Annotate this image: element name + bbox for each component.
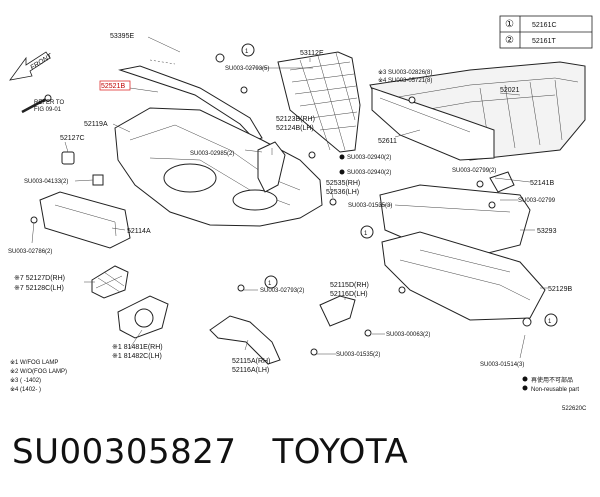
label-52119a: 52119A (84, 121, 108, 128)
energy-absorber (371, 87, 495, 161)
title-part-1: 52161C (532, 22, 557, 29)
title-block: ① 52161C ② 52161T (499, 15, 593, 49)
upper-grille (277, 51, 361, 153)
label-52141b: 52141B (530, 180, 554, 187)
label-su-01514: SU003-01514(3) (480, 362, 524, 368)
footnote-4: ※4 (1402- ) (10, 386, 41, 393)
bumper-cover (114, 107, 323, 227)
label-su-02985: SU003-02985(2) (190, 151, 234, 157)
front-arrow: FRONT (9, 51, 54, 81)
svg-text:1: 1 (245, 49, 249, 55)
caption-brand: TOYOTA (272, 432, 409, 472)
label-81481e: ※1 81481E(RH) (112, 344, 163, 351)
label-su-01535-2: SU003-01535(2) (336, 352, 380, 358)
bracket-52141b (489, 171, 515, 193)
label-52116d: 52116D(LH) (330, 291, 368, 298)
svg-text:1: 1 (268, 281, 272, 287)
highlight-box (99, 80, 131, 91)
footnote-1: ※1 W/FOG LAMP (10, 359, 58, 366)
label-53395e: 53395E (110, 33, 134, 40)
label-52521b: 52521B (101, 83, 125, 90)
upper-moulding (118, 59, 263, 141)
label-52114a: 52114A (127, 228, 151, 235)
label-52123b: 52123B(RH) (276, 116, 315, 123)
label-su-02940a: SU003-02940(2) (347, 155, 391, 161)
label-52127c: 52127C (60, 135, 85, 142)
fastener-callouts: 1 1 1 1 (30, 43, 558, 356)
refer-note-line-2: FIG 09-01 (34, 107, 62, 113)
label-su-04133: SU003-04133(2) (24, 179, 68, 185)
license-plate-bracket (39, 191, 131, 249)
label-52127d: ※7 52127D(RH) (14, 275, 65, 282)
label-su-02799: SU003-02799 (518, 198, 556, 204)
legend-line-2: Non-reusable part (531, 387, 579, 393)
clip-52127c (61, 151, 75, 165)
engine-undercover (381, 231, 546, 321)
label-su-02786: SU003-02786(2) (8, 249, 52, 255)
label-su-02799-2: SU003-02799(2) (452, 168, 496, 174)
lower-bracket-52115a (209, 315, 281, 365)
label-52129b: 52129B (548, 286, 572, 293)
title-mark-1: ① (505, 19, 514, 30)
label-su-02826: ※3 SU003-02826(8) (378, 69, 432, 76)
label-su-00063: SU003-00063(2) (386, 332, 430, 338)
fog-lamp-bezel (117, 295, 169, 339)
bracket-52123b (257, 141, 286, 193)
label-52021: 52021 (500, 87, 520, 94)
clip-square-04133 (92, 174, 104, 186)
label-su-02793-5: SU003-02793(5) (225, 66, 269, 72)
lower-bracket-52115d (319, 295, 356, 327)
label-su-02940b: SU003-02940(2) (347, 170, 391, 176)
caption-part-number: SU00305827 (12, 432, 237, 472)
label-53293: 53293 (537, 228, 557, 235)
label-52535: 52535(RH) (326, 180, 360, 187)
label-52611: 52611 (378, 138, 397, 145)
title-mark-2: ② (505, 35, 514, 46)
svg-text:1: 1 (548, 319, 552, 325)
label-52116a: 52116A(LH) (232, 367, 269, 374)
refer-note-line-1: REFER TO (34, 100, 64, 106)
label-81482c: ※1 81482C(LH) (112, 353, 162, 360)
fog-lamp-cover-mesh (91, 265, 129, 299)
label-su-01535-3: SU003-01535(3) (348, 203, 392, 209)
label-52115d: 52115D(RH) (330, 282, 369, 289)
label-53112e: 53112E (300, 50, 324, 57)
label-su-05721: ※4 SU003-05721(8) (378, 77, 432, 84)
parts-diagram: ① 52161C ② 52161T FRONT (8, 15, 593, 412)
label-52536: 52536(LH) (326, 189, 359, 196)
footnote-2: ※2 W/O(FOG LAMP) (10, 368, 67, 375)
figure-code: 522620C (562, 406, 587, 412)
title-part-2: 52161T (532, 38, 556, 45)
footnote-3: ※3 ( -1402) (10, 377, 41, 384)
label-52128c: ※7 52128C(LH) (14, 285, 64, 292)
label-su-02793-2: SU003-02793(2) (260, 288, 304, 294)
label-52124b: 52124B(LH) (276, 125, 314, 132)
label-52115a: 52115A(RH) (232, 358, 270, 365)
legend-line-1: 再使用不可部品 (531, 376, 573, 384)
caption: SU00305827 TOYOTA (12, 432, 408, 472)
legend: 再使用不可部品 Non-reusable part (522, 376, 579, 393)
leader-lines (31, 36, 548, 359)
svg-text:1: 1 (364, 231, 368, 237)
refer-rod (21, 94, 52, 114)
